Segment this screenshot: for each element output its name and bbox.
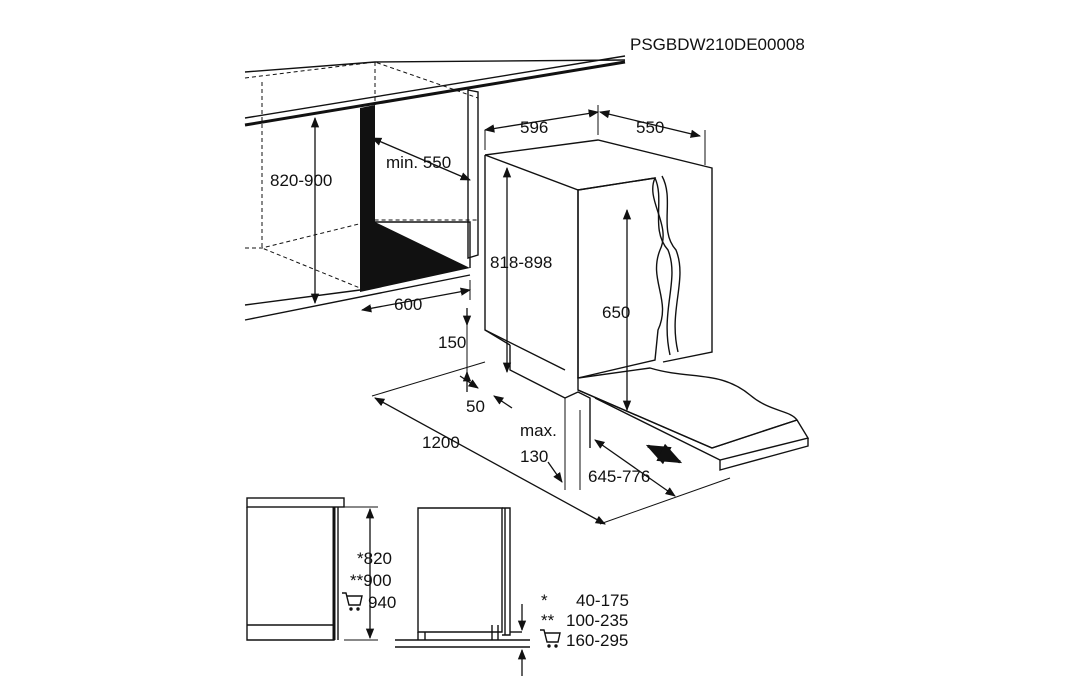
cart-icon [540, 629, 561, 648]
door-swing-dimension: 1200 [371, 361, 731, 525]
door-swing-label: 1200 [422, 433, 460, 452]
legend-mark-2: ** [541, 611, 555, 630]
niche-width-dimension: 600 [360, 280, 472, 314]
legend-value-1: 40-175 [576, 591, 629, 610]
legend-value-3: 160-295 [566, 631, 628, 650]
appliance-height-label: 818-898 [490, 253, 552, 272]
plinth-offset-label: 50 [466, 397, 485, 416]
max-value: 130 [520, 447, 548, 466]
niche-height-label: 820-900 [270, 171, 332, 190]
appliance-height-dimension: 818-898 [490, 166, 552, 374]
plinth-height-dimension: 150 [438, 308, 472, 392]
appliance-width-dimension: 596 [483, 105, 600, 150]
side-view-cabinet: *820 **900 940 [246, 497, 396, 641]
door-travel-dimension: 645-776 [588, 439, 683, 497]
plinth-height-label: 150 [438, 333, 466, 352]
drawing-code: PSGBDW210DE00008 [630, 35, 805, 54]
height-820-label: *820 [357, 549, 392, 568]
niche-side-panel [360, 105, 470, 292]
appliance-depth-dimension: 550 [598, 110, 706, 165]
appliance-width-label: 596 [520, 118, 548, 137]
max-label: max. [520, 421, 557, 440]
door-height-label: 650 [602, 303, 630, 322]
appliance-depth-label: 550 [636, 118, 664, 137]
legend-mark-1: * [541, 591, 548, 610]
niche-depth-dimension: min. 550 [371, 137, 471, 181]
max-gap-dimension: max. 130 [520, 398, 581, 490]
door-height-dimension: 650 [602, 208, 632, 412]
legend-value-2: 100-235 [566, 611, 628, 630]
door-travel-label: 645-776 [588, 467, 650, 486]
niche-height-dimension: 820-900 [270, 116, 332, 305]
plinth-legend: * 40-175 ** 100-235 160-295 [540, 591, 629, 650]
niche-worktop [244, 55, 626, 321]
side-view-appliance [395, 507, 530, 676]
plinth-offset-dimension: 50 [459, 375, 513, 416]
height-940-label: 940 [368, 593, 396, 612]
niche-width-label: 600 [394, 295, 422, 314]
niche-depth-label: min. 550 [386, 153, 451, 172]
dishwasher-body [484, 139, 810, 471]
cart-icon [342, 592, 363, 611]
height-900-label: **900 [350, 571, 392, 590]
